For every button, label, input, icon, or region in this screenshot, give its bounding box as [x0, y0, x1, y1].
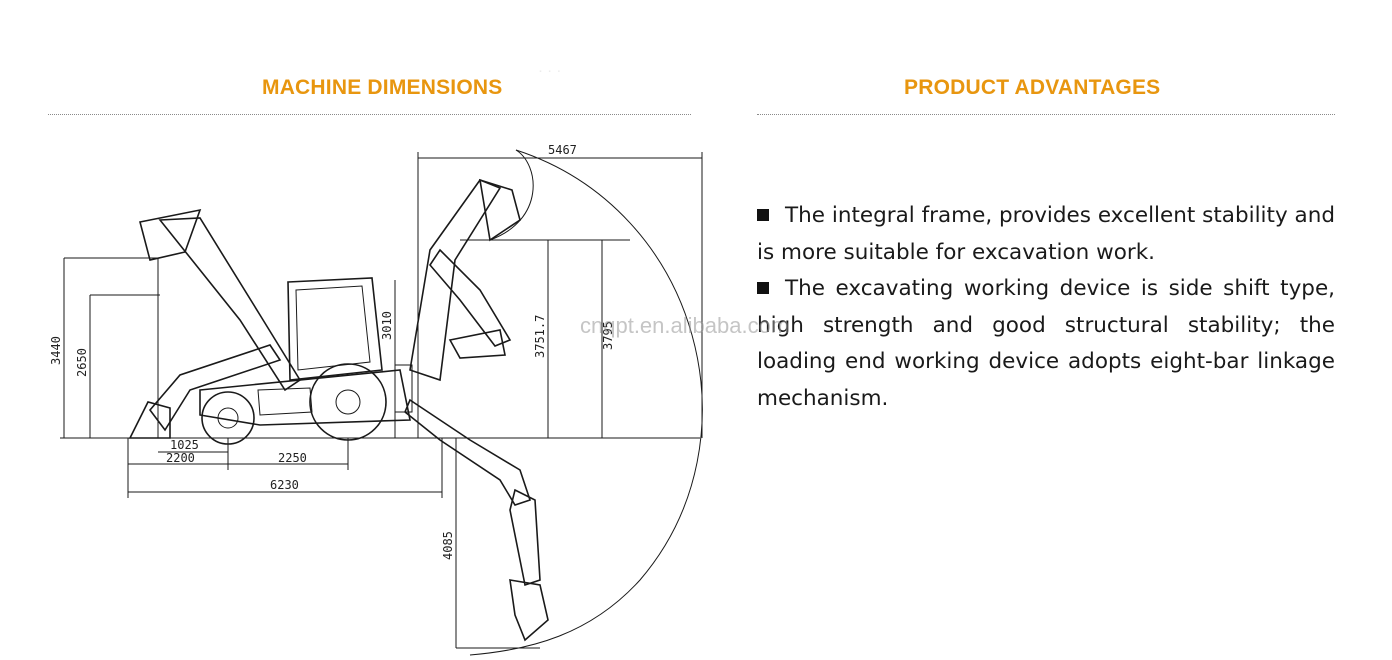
dim-backhoe-height-a: 3751.7 — [533, 315, 547, 358]
square-bullet-icon — [757, 209, 769, 221]
dim-front-overhang: 1025 — [170, 438, 199, 452]
dim-dig-depth: 4085 — [441, 531, 455, 560]
product-advantages-title: PRODUCT ADVANTAGES — [904, 76, 1161, 99]
advantage-text: The excavating working device is side sh… — [757, 276, 1335, 411]
backhoe-loader-dimension-drawing: 5467 3440 2650 3010 3751.7 3795 4085 102… — [49, 143, 703, 656]
faint-watermark: · · · — [538, 62, 562, 79]
advantages-list: The integral frame, provides excellent s… — [757, 198, 1335, 417]
bucket-arc — [489, 149, 534, 241]
dig-envelope-arc — [469, 149, 703, 656]
advantage-item: The integral frame, provides excellent s… — [757, 198, 1335, 271]
advantage-item: The excavating working device is side sh… — [757, 271, 1335, 417]
dim-front-length: 2200 — [166, 451, 195, 465]
watermark-text: cnqpt.en.alibaba.com — [580, 313, 790, 338]
dim-reach: 5467 — [548, 143, 577, 157]
dim-total-length: 6230 — [270, 478, 299, 492]
square-bullet-icon — [757, 282, 769, 294]
dim-loader-height: 3440 — [49, 336, 63, 365]
dim-dump-height: 2650 — [75, 348, 89, 377]
dim-backhoe-height-b: 3795 — [601, 321, 615, 350]
left-divider — [48, 114, 691, 115]
advantage-text: The integral frame, provides excellent s… — [757, 203, 1335, 265]
backhoe-loader-machine — [128, 178, 549, 642]
dim-wheelbase: 2250 — [278, 451, 307, 465]
dim-cab-height: 3010 — [380, 311, 394, 340]
right-divider — [757, 114, 1335, 115]
machine-dimensions-title: MACHINE DIMENSIONS — [262, 76, 503, 99]
